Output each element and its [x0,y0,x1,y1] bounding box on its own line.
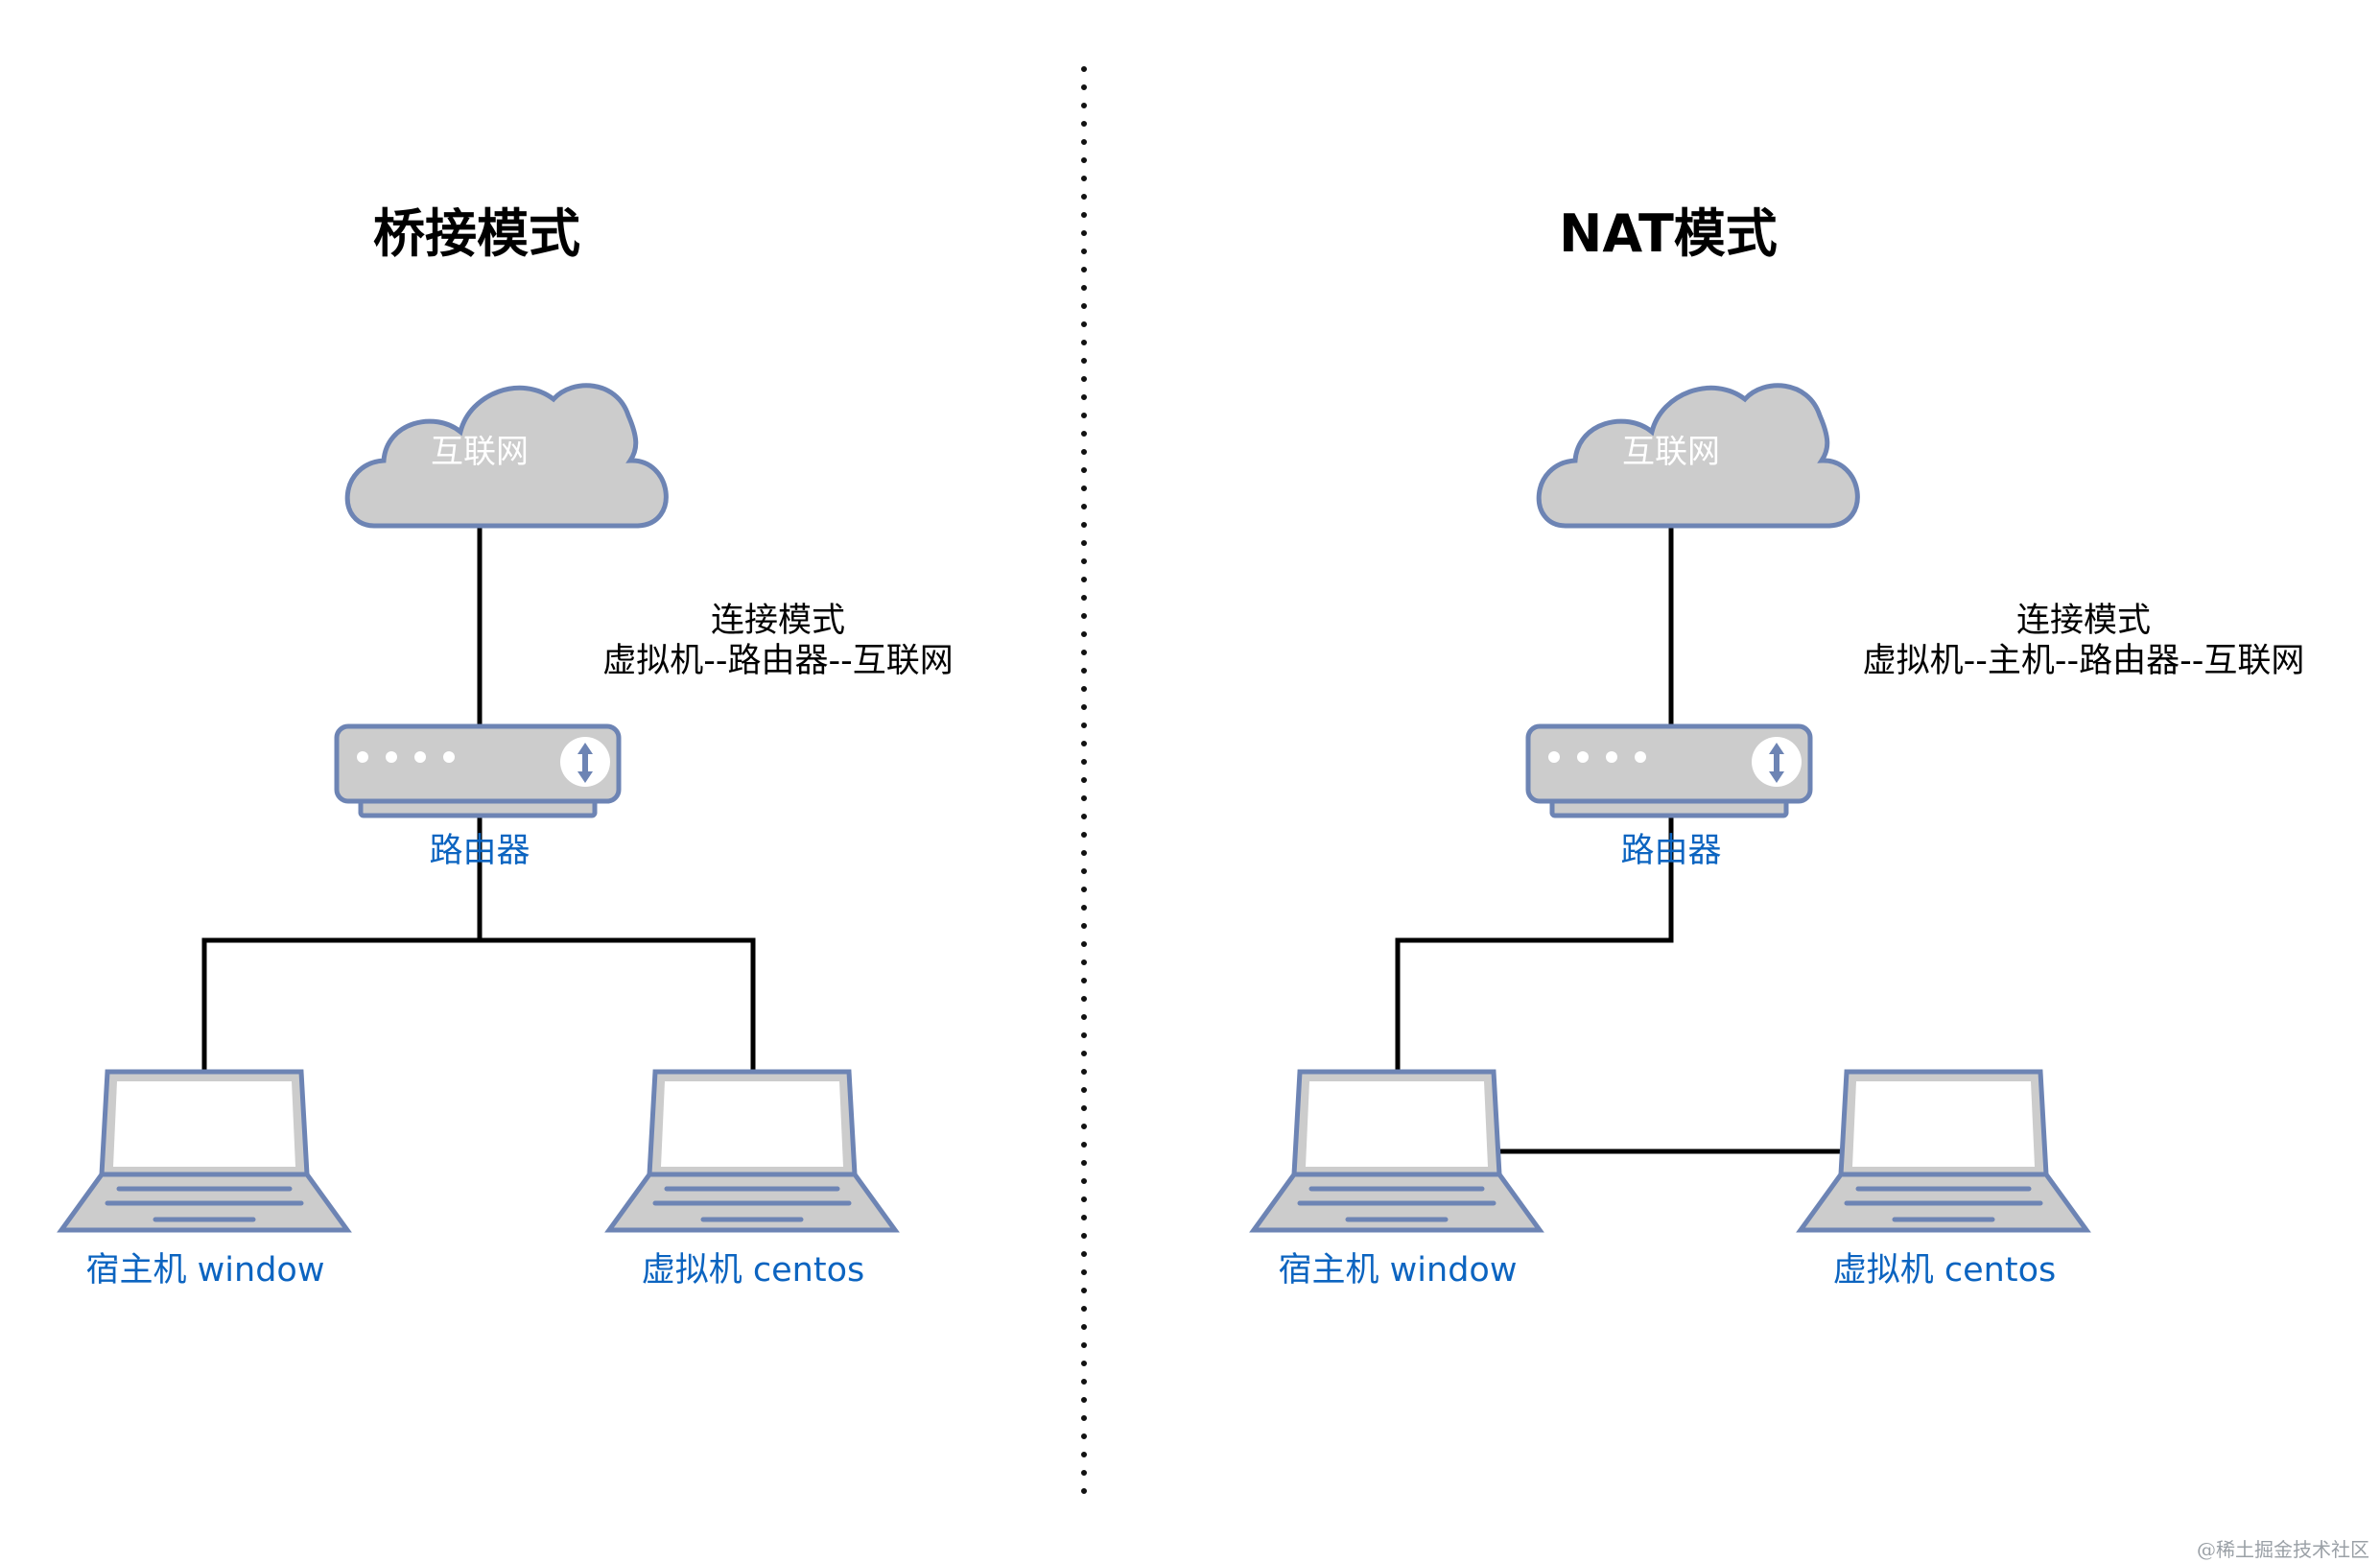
laptop-icon [61,1072,347,1230]
watermark: @稀土掘金技术社区 [2197,1538,2369,1561]
vm-label: 虚拟机 centos [642,1251,864,1290]
router-label: 路由器 [1620,832,1721,870]
cloud-label: 互联网 [431,433,529,471]
router-icon [1528,726,1810,816]
wire-router-host-right [1395,804,1674,1070]
connection-note-title: 连接模式 [711,602,845,640]
laptop-icon [609,1072,895,1230]
connection-note-title: 连接模式 [2016,602,2151,640]
vm-label: 虚拟机 centos [1833,1251,2056,1290]
nat-mode-title: NAT模式 [1559,203,1778,264]
connection-note-path: 虚拟机--主机--路由器--互联网 [1863,642,2305,680]
wire-router-lan-left [201,804,483,1070]
nat-mode-section: NAT模式 互联网 路由器 连接模式 虚拟机--主机--路由器--互联网 宿主机… [1254,203,2304,1290]
host-label: 宿主机 window [1279,1251,1518,1290]
connection-note-path: 虚拟机--路由器--互联网 [602,642,954,680]
bridge-mode-section: 桥接模式 互联网 路由器 连接模式 虚拟机--路由器--互联网 宿主机 wind… [61,203,954,1290]
laptop-icon [1801,1072,2086,1230]
cloud-label: 互联网 [1622,433,1720,471]
host-label: 宿主机 window [86,1251,325,1290]
router-icon [337,726,619,816]
router-label: 路由器 [429,832,530,870]
bridge-mode-title: 桥接模式 [373,203,580,264]
laptop-icon [1254,1072,1540,1230]
wire-router-vm-left [480,937,756,1070]
